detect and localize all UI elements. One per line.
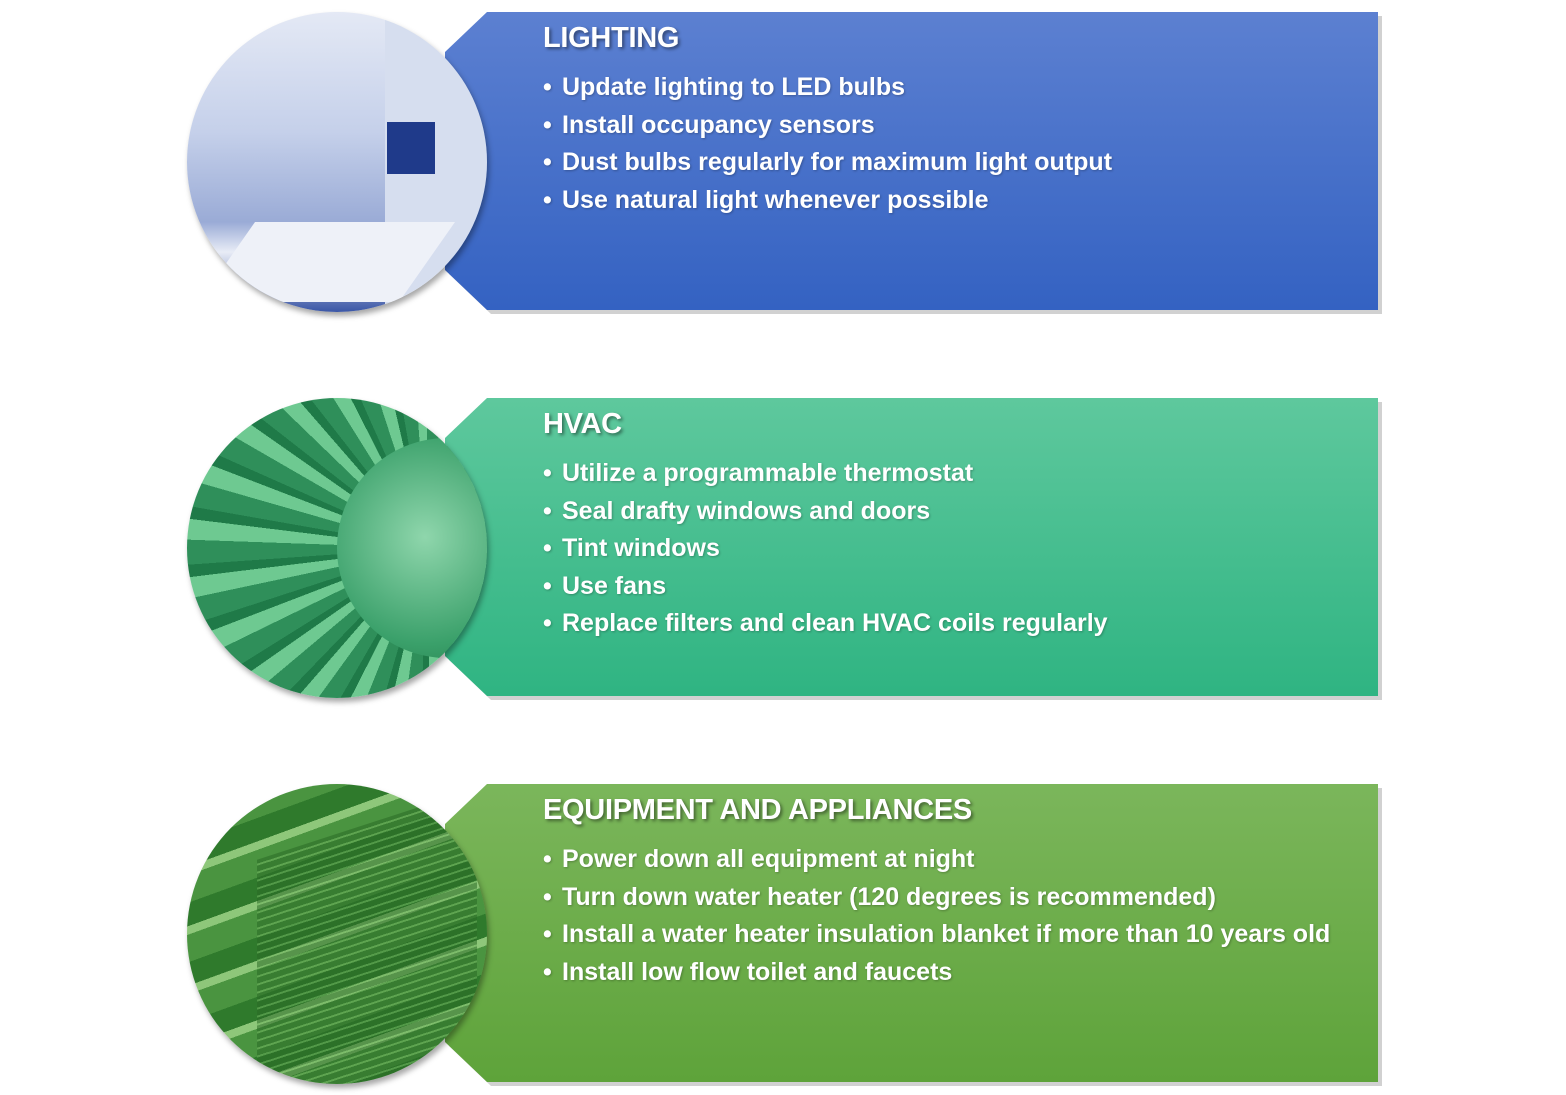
section-hvac: HVAC •Utilize a programmable thermostat … [0,398,1566,700]
section-lighting: LIGHTING •Update lighting to LED bulbs •… [0,12,1566,314]
list-item: •Replace filters and clean HVAC coils re… [543,609,1108,637]
conference-room-image [187,12,487,312]
list-item: •Power down all equipment at night [543,845,975,873]
section-title: HVAC [543,408,622,440]
hvac-content: HVAC •Utilize a programmable thermostat … [543,408,1108,643]
section-title: EQUIPMENT AND APPLIANCES [543,794,972,826]
list-item: •Turn down water heater (120 degrees is … [543,882,1216,911]
list-item: •Install a water heater insulation blank… [543,920,1331,948]
tips-list: •Update lighting to LED bulbs •Install o… [543,69,1112,219]
list-item: •Install occupancy sensors [543,110,875,139]
list-item: •Update lighting to LED bulbs [543,73,906,101]
equipment-panel [445,784,1378,1082]
section-title: LIGHTING [543,22,680,54]
list-item: •Tint windows [543,534,720,562]
list-item: •Use natural light whenever possible [543,185,989,214]
list-item: •Dust bulbs regularly for maximum light … [543,148,1113,176]
list-item: •Seal drafty windows and doors [543,496,931,525]
tips-list: •Utilize a programmable thermostat •Seal… [543,455,1108,643]
list-item: •Use fans [543,571,667,600]
equipment-content: EQUIPMENT AND APPLIANCES •Power down all… [543,794,1330,991]
section-equipment: EQUIPMENT AND APPLIANCES •Power down all… [0,784,1566,1086]
list-item: •Install low flow toilet and faucets [543,957,953,986]
list-item: •Utilize a programmable thermostat [543,459,974,487]
hvac-panel [445,398,1378,696]
server-rack-image [187,784,487,1084]
lighting-panel [445,12,1378,310]
lighting-content: LIGHTING •Update lighting to LED bulbs •… [543,22,1112,219]
fan-turbine-image [187,398,487,698]
tips-list: •Power down all equipment at night •Turn… [543,841,1330,991]
